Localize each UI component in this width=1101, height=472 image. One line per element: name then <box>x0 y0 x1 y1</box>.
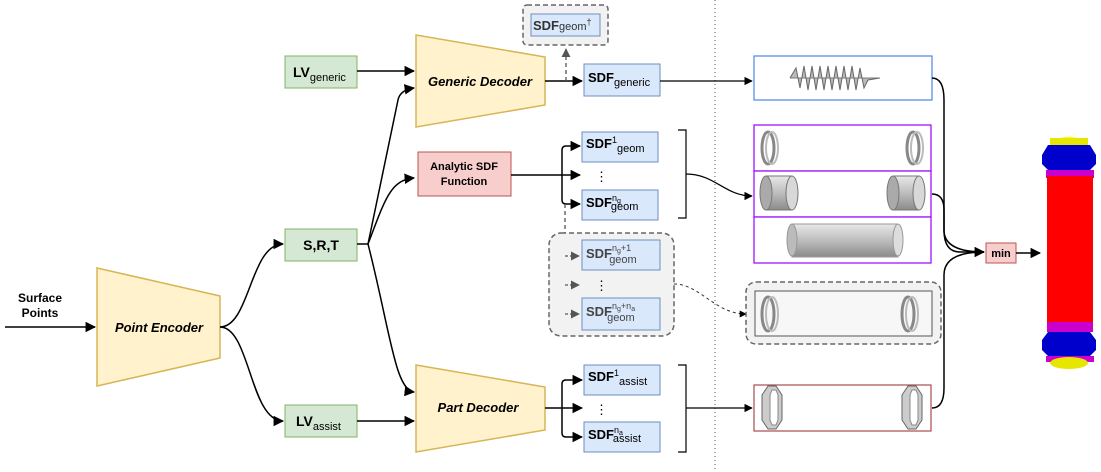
input-label-line1: Surface <box>18 291 62 305</box>
edge-generic-to-min <box>931 77 986 258</box>
edge-encoder-to-lvassist <box>219 326 285 427</box>
geom-bracket <box>678 129 687 219</box>
srt-box: S,R,T <box>284 228 358 262</box>
edge-geom-to-min <box>931 193 985 253</box>
svg-text:SDFgeom†: SDFgeom† <box>533 17 592 33</box>
panel-geom-shapes <box>753 124 932 264</box>
edge-to-sdf-assist-na <box>561 408 584 443</box>
sdf-assist-1-box: SDF1assist <box>583 364 661 396</box>
svg-text:Function: Function <box>441 176 488 188</box>
geom-ellipsis: ⋮ <box>595 169 608 184</box>
sdf-geom-ng-box: SDFnggeom <box>581 189 659 221</box>
sdf-geom-dagger-box: SDFgeom† <box>522 4 609 46</box>
result-shape <box>1042 137 1096 369</box>
assist-bracket <box>678 364 687 453</box>
svg-text:SDFnaassist: SDFnaassist <box>588 425 641 445</box>
svg-text:Analytic SDF: Analytic SDF <box>430 161 498 173</box>
edge-srt-to-analytic <box>367 173 416 245</box>
srt-label: S,R,T <box>303 237 339 253</box>
sdf-assist-na-box: SDFnaassist <box>583 421 661 453</box>
svg-text:SDFnggeom: SDFnggeom <box>586 193 638 213</box>
panel-assist-geom-shape <box>745 281 942 345</box>
edge-encoder-to-srt <box>219 238 285 328</box>
edge-to-sdf-geom-1 <box>561 140 582 175</box>
point-encoder-label: Point Encoder <box>115 320 204 335</box>
svg-text:SDFgeneric: SDFgeneric <box>588 70 651 89</box>
svg-text:SDF1assist: SDF1assist <box>588 368 647 388</box>
assist-geom-ellipsis: ⋮ <box>595 278 608 293</box>
svg-text:LVassist: LVassist <box>296 413 341 433</box>
lv-assist-box: LVassist <box>284 404 358 438</box>
edge-srt-to-generic-decoder <box>367 84 416 245</box>
lv-generic-box: LVgeneric <box>284 55 358 89</box>
sdf-generic-box: SDFgeneric <box>583 63 661 97</box>
point-encoder: Point Encoder <box>96 267 221 387</box>
edge-assist-geom-to-panel <box>673 283 747 318</box>
edge-geom-bracket-to-panel <box>685 173 753 201</box>
edge-to-sdf-assist-1 <box>561 374 584 408</box>
analytic-sdf-box: Analytic SDF Function <box>417 151 512 197</box>
edge-to-sdf-geom-ng <box>561 175 582 210</box>
generic-decoder: Generic Decoder <box>415 34 546 128</box>
panel-generic-shape <box>753 55 933 101</box>
svg-text:SDF1geom: SDF1geom <box>586 135 645 155</box>
part-decoder: Part Decoder <box>415 364 546 453</box>
panel-assist-shape <box>753 384 932 432</box>
min-label: min <box>991 248 1011 260</box>
assist-ellipsis: ⋮ <box>595 402 608 417</box>
svg-text:SDFng+1geom: SDFng+1geom <box>586 243 637 266</box>
sdf-geom-1-box: SDF1geom <box>581 131 659 163</box>
svg-text:LVgeneric: LVgeneric <box>293 64 346 84</box>
edge-assist-to-min <box>931 251 985 409</box>
input-label-line2: Points <box>22 306 59 320</box>
edge-srt-to-part-decoder <box>367 243 416 397</box>
min-box: min <box>985 242 1017 264</box>
part-decoder-label: Part Decoder <box>438 400 520 415</box>
generic-decoder-label: Generic Decoder <box>428 74 533 89</box>
